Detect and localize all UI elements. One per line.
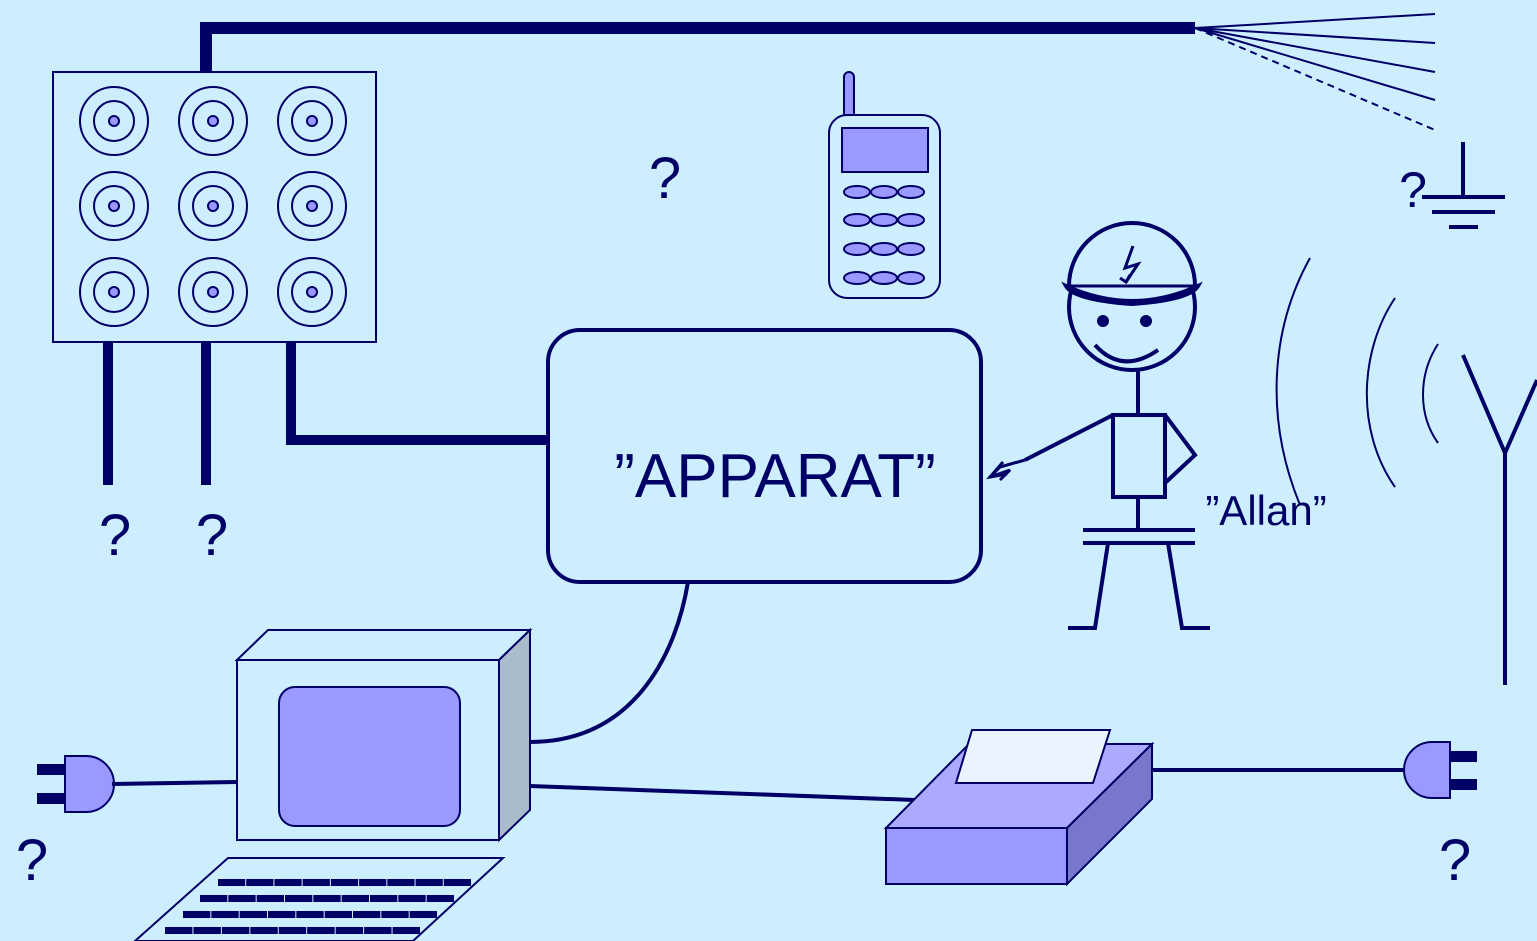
keyboard-key — [426, 895, 454, 902]
keyboard-key — [268, 911, 296, 918]
keyboard-key — [239, 911, 268, 918]
computer-icon — [234, 627, 533, 843]
keyboard-key — [415, 879, 443, 886]
phone-key-icon — [870, 185, 898, 199]
keyboard-key — [246, 879, 274, 886]
keyboard-key — [200, 895, 228, 902]
phone-key-icon — [843, 242, 871, 256]
apparat-computer-cable — [529, 581, 690, 744]
keyboard-key — [228, 895, 256, 902]
question-socket-1: ? — [99, 503, 131, 568]
keyboard-key — [278, 927, 307, 934]
keyboard-key — [302, 879, 330, 886]
keyboard-key — [341, 895, 369, 902]
phone-key-icon — [843, 213, 871, 227]
phone-key-icon — [897, 185, 925, 199]
keyboard-key — [221, 927, 250, 934]
question-center: ? — [649, 146, 681, 211]
keyboard-key — [370, 895, 398, 902]
keyboard-key — [165, 927, 193, 934]
keyboard-key — [183, 911, 211, 918]
question-plug-right: ? — [1439, 828, 1471, 893]
keyboard-key — [353, 911, 381, 918]
antenna-icon — [1461, 354, 1537, 685]
socket-outlet-icon — [79, 257, 149, 327]
phone-key-icon — [870, 213, 898, 227]
allan-label: ”Allan” — [1205, 487, 1326, 534]
keyboard-key — [392, 927, 420, 934]
phone-key-icon — [843, 185, 871, 199]
question-ground: ? — [1399, 162, 1427, 218]
keyboard-key — [313, 895, 341, 902]
socket-panel-icon — [52, 71, 548, 485]
socket-outlet-icon — [79, 171, 149, 241]
power-plug-left-icon — [37, 755, 238, 813]
keyboard-icon — [133, 857, 506, 941]
phone-key-icon — [897, 213, 925, 227]
keyboard-key — [307, 927, 335, 934]
keyboard-key — [211, 911, 239, 918]
phone-key-icon — [870, 271, 898, 285]
keyboard-key — [381, 911, 409, 918]
apparat-label: ”APPARAT” — [614, 442, 936, 511]
phone-key-icon — [897, 271, 925, 285]
keyboard-key — [193, 927, 221, 934]
keyboard-key — [250, 927, 278, 934]
socket-outlet-icon — [178, 171, 248, 241]
phone-key-icon — [870, 242, 898, 256]
keyboard-key — [218, 879, 246, 886]
question-socket-2: ? — [196, 503, 228, 568]
socket-outlet-icon — [178, 257, 248, 327]
computer-printer-cable — [529, 784, 916, 802]
ground-symbol-icon — [1422, 142, 1505, 229]
socket-outlet-icon — [79, 86, 149, 156]
socket-outlet-icon — [277, 86, 347, 156]
apparat-box: ”APPARAT” — [546, 328, 983, 584]
keyboard-key — [274, 879, 302, 886]
socket-outlet-icon — [178, 86, 248, 156]
question-plug-left: ? — [16, 828, 48, 893]
keyboard-key — [387, 879, 415, 886]
keyboard-key — [409, 911, 437, 918]
power-plug-right-icon — [1403, 741, 1477, 799]
printer-icon — [883, 729, 1155, 887]
mobile-phone-icon — [828, 71, 941, 299]
keyboard-key — [330, 879, 359, 886]
keyboard-key — [359, 879, 387, 886]
phone-key-icon — [897, 242, 925, 256]
keyboard-key — [324, 911, 352, 918]
person-allan-icon — [986, 221, 1210, 630]
keyboard-key — [296, 911, 324, 918]
keyboard-key — [364, 927, 392, 934]
keyboard-key — [256, 895, 284, 902]
phone-key-icon — [843, 271, 871, 285]
keyboard-key — [443, 879, 471, 886]
keyboard-key — [285, 895, 313, 902]
radio-waves-icon — [1275, 257, 1439, 506]
keyboard-key — [398, 895, 426, 902]
cable-icon — [200, 13, 1436, 131]
socket-outlet-icon — [277, 257, 347, 327]
keyboard-key — [335, 927, 364, 934]
socket-outlet-icon — [277, 171, 347, 241]
